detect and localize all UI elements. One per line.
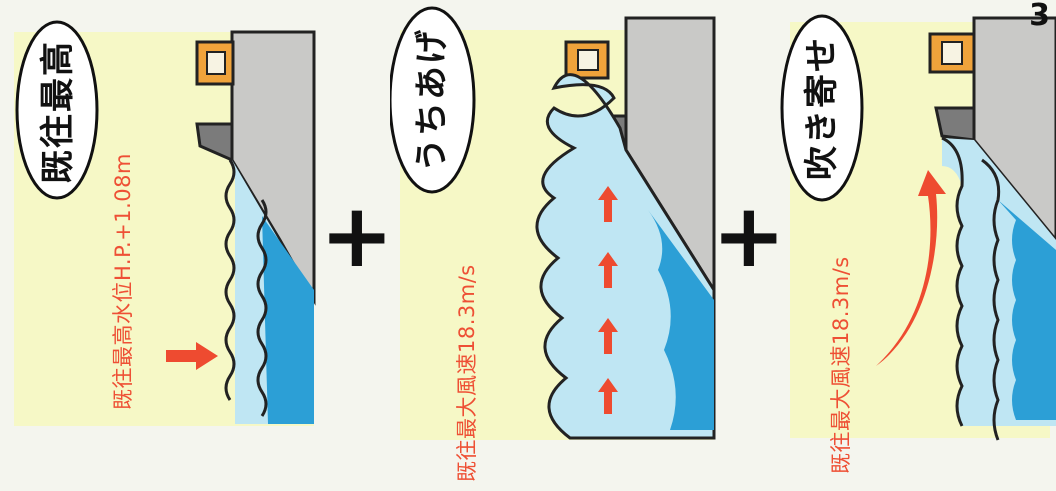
land	[972, 16, 1056, 243]
water-surface-line	[941, 136, 964, 427]
arrow-icon	[166, 342, 218, 370]
house-window	[206, 51, 226, 75]
panel-2-drawing	[390, 6, 716, 440]
panel-caption: 既往最大風速18.3m/s	[829, 256, 853, 474]
panel-1-drawing	[14, 20, 316, 426]
inner-wave-line	[256, 199, 268, 417]
seawall	[934, 106, 976, 142]
plus-sign: +	[320, 184, 394, 287]
panel-caption: 既往最高水位H.P.+1.08m	[111, 153, 135, 410]
wind-arrow-icon	[876, 170, 946, 366]
panel-wave-runup: うちあげ 既往最大風速18.3m/s	[390, 0, 720, 491]
arrow-up-icon	[598, 186, 618, 222]
arrow-up-icon	[598, 252, 618, 288]
panel-title: うちあげ	[412, 28, 452, 172]
panel-wind-setup: 吹き寄せ 既往最大風速18.3m/s	[776, 0, 1056, 491]
title-bubble	[390, 6, 476, 194]
panel-caption: 既往最大風速18.3m/s	[455, 264, 479, 482]
inner-wave-line	[981, 158, 1001, 441]
panel-title: 既往最高	[38, 40, 78, 184]
deep-water	[262, 216, 314, 424]
water-surface-line	[224, 159, 236, 401]
title-bubble	[15, 20, 99, 200]
panel-highest-water-level: 既往最高 既往最高水位H.P.+1.08m	[0, 0, 320, 491]
deep-water	[998, 200, 1056, 420]
panel-3-drawing	[780, 14, 1056, 441]
arrow-up-icon	[598, 318, 618, 354]
title-bubble	[780, 14, 864, 202]
panel-title: 吹き寄せ	[802, 36, 842, 180]
arrow-up-icon	[598, 378, 618, 414]
page-number: 3	[1029, 0, 1050, 33]
plus-sign: +	[712, 184, 786, 287]
house-window	[941, 41, 963, 65]
deep-water	[648, 210, 714, 430]
house-window	[577, 49, 599, 71]
